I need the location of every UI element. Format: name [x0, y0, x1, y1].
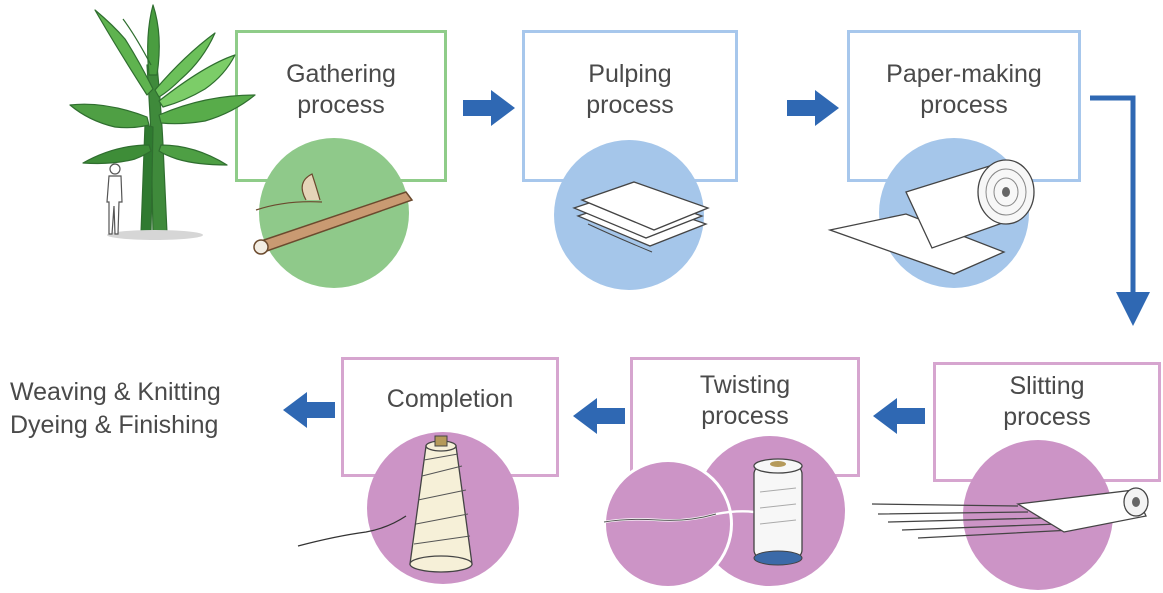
pulping-process-label: Pulping process	[586, 60, 674, 119]
slit-roll-icon	[871, 487, 1149, 539]
gathering-circle	[259, 138, 409, 288]
banana-plant-icon	[69, 4, 256, 240]
human-figure-icon	[106, 163, 123, 235]
flow-arrow-down	[1090, 95, 1150, 326]
final-step-label: Weaving & Knitting Dyeing & Finishing	[10, 378, 221, 439]
twisting-circle-small	[603, 459, 733, 589]
paper-roll-icon	[827, 159, 1035, 275]
twisting-process-label: Twisting process	[699, 371, 791, 430]
paper-making-process-label: Paper-making process	[886, 60, 1042, 119]
banana-stem-icon	[253, 173, 414, 255]
flow-arrow-right-1	[463, 90, 515, 126]
gathering-process-label: Gathering process	[286, 60, 396, 119]
slitting-process-label: Slitting process	[1003, 372, 1091, 431]
completion-label: Completion	[386, 385, 514, 413]
flow-arrow-left-3	[283, 392, 335, 428]
pulp-sheets-icon	[572, 181, 710, 253]
flow-arrow-right-2	[787, 90, 839, 126]
flow-arrow-left-2	[573, 398, 625, 434]
twisted-yarn-icon	[603, 458, 803, 566]
flow-arrow-left-1	[873, 398, 925, 434]
yarn-cone-icon	[297, 435, 473, 573]
